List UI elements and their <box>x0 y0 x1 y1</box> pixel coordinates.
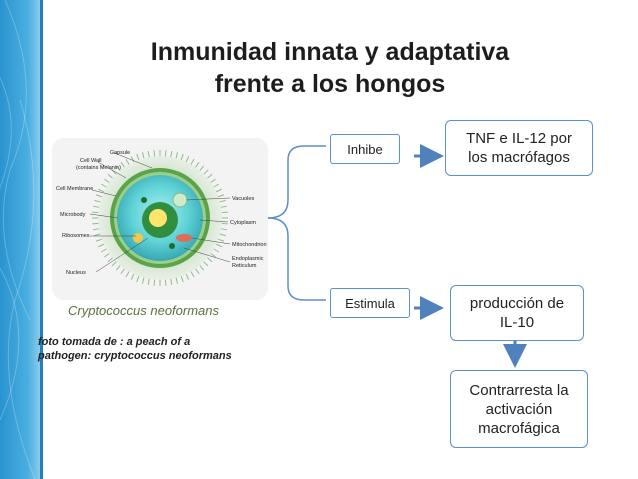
inhibe-box: Inhibe <box>330 134 400 164</box>
inhibe-label: Inhibe <box>347 142 382 157</box>
contrarresta-line-2: activación <box>469 400 568 419</box>
estimula-label: Estimula <box>345 296 395 311</box>
contrarresta-line-1: Contrarresta la <box>469 381 568 400</box>
contrarresta-line-3: macrofágica <box>469 419 568 438</box>
bracket-upper <box>268 146 326 218</box>
tnf-box: TNF e IL-12 por los macrófagos <box>445 120 593 176</box>
tnf-line-1: TNF e IL-12 por <box>466 129 572 148</box>
contrarresta-box: Contrarresta la activación macrofágica <box>450 370 588 448</box>
produccion-line-1: producción de <box>470 294 564 313</box>
produccion-box: producción de IL-10 <box>450 285 584 341</box>
bracket-lower <box>268 218 326 300</box>
tnf-line-2: los macrófagos <box>466 148 572 167</box>
produccion-line-2: IL-10 <box>470 313 564 332</box>
estimula-box: Estimula <box>330 288 410 318</box>
